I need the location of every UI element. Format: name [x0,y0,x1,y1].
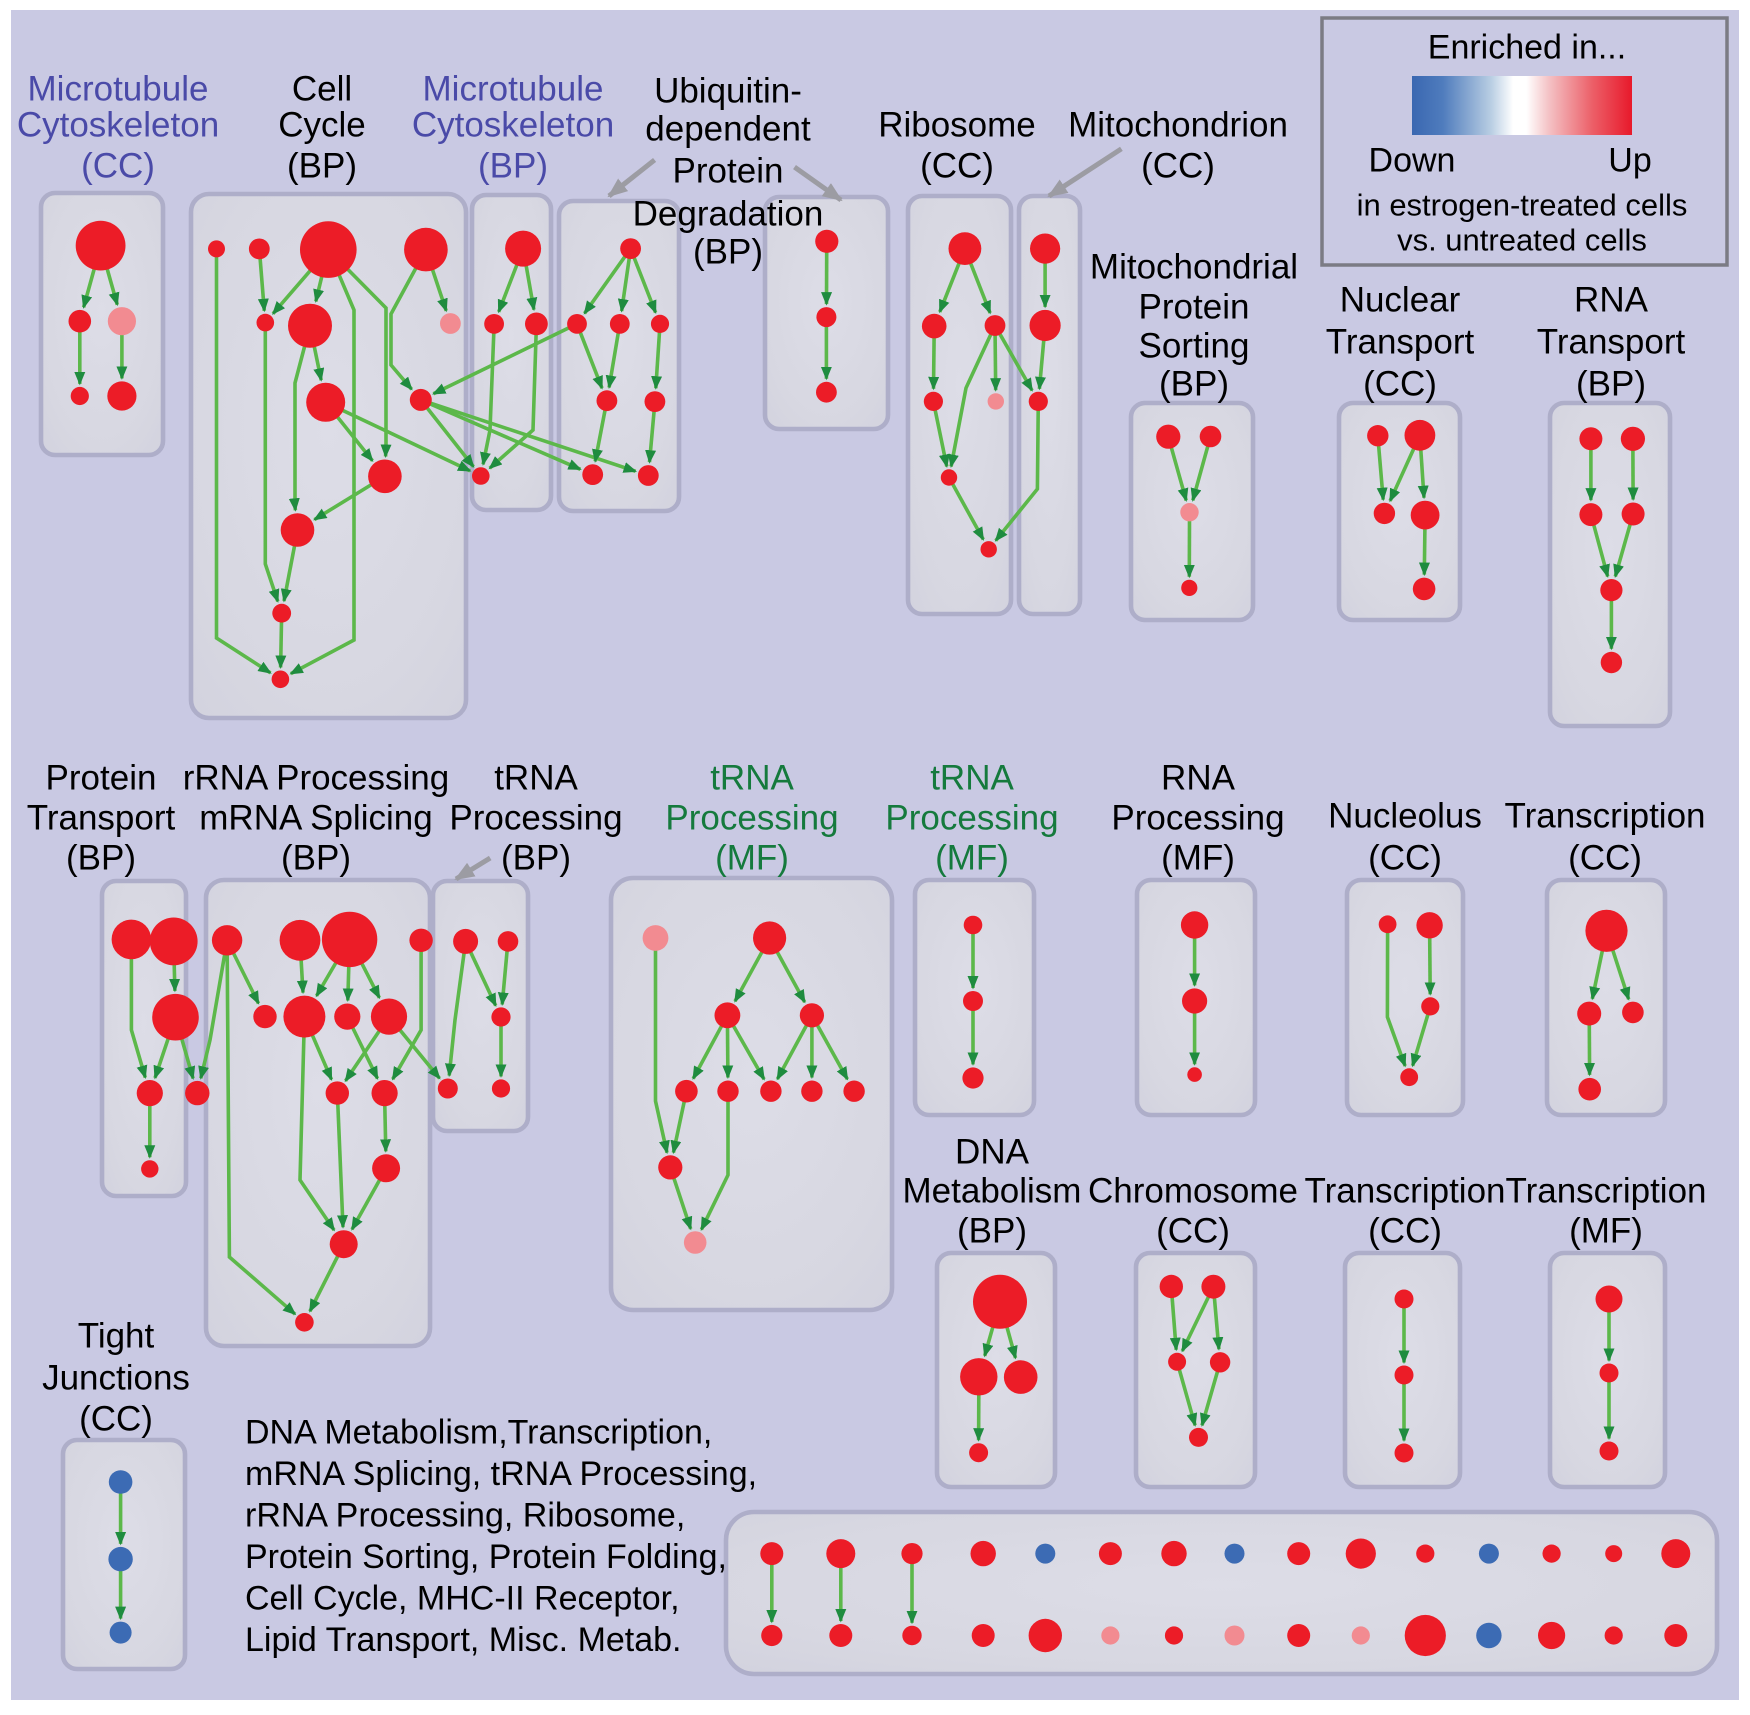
svg-text:tRNA: tRNA [930,758,1014,797]
svg-text:mRNA Splicing: mRNA Splicing [199,798,432,837]
svg-text:Transport: Transport [1537,322,1686,361]
svg-text:Transport: Transport [1326,322,1475,361]
svg-text:vs. untreated cells: vs. untreated cells [1397,222,1647,257]
svg-text:Cytoskeleton: Cytoskeleton [412,105,614,144]
svg-text:Cell: Cell [292,69,352,108]
svg-text:Protein: Protein [46,758,157,797]
svg-text:Nucleolus: Nucleolus [1328,796,1482,835]
svg-text:Nuclear: Nuclear [1340,280,1461,319]
svg-text:(BP): (BP) [287,146,357,185]
svg-text:(BP): (BP) [1159,364,1229,403]
svg-text:Processing: Processing [1111,798,1284,837]
svg-text:(MF): (MF) [935,838,1009,877]
svg-text:dependent: dependent [645,109,811,148]
svg-text:Degradation: Degradation [633,194,824,233]
svg-text:tRNA: tRNA [710,758,794,797]
svg-text:(BP): (BP) [478,146,548,185]
svg-text:Transport: Transport [27,798,176,837]
svg-text:tRNA: tRNA [494,758,578,797]
svg-text:(CC): (CC) [1368,838,1442,877]
svg-text:(CC): (CC) [920,146,994,185]
svg-text:RNA: RNA [1161,758,1236,797]
svg-text:DNA Metabolism,Transcription,: DNA Metabolism,Transcription, [245,1414,712,1452]
svg-text:rRNA Processing: rRNA Processing [183,758,449,797]
svg-text:(CC): (CC) [81,146,155,185]
svg-text:Cytoskeleton: Cytoskeleton [17,105,219,144]
svg-text:(MF): (MF) [715,838,789,877]
svg-text:Processing: Processing [449,798,622,837]
svg-text:Protein Sorting, Protein Foldi: Protein Sorting, Protein Folding, [245,1538,727,1576]
svg-text:Ubiquitin-: Ubiquitin- [654,71,802,110]
svg-text:Microtubule: Microtubule [423,69,604,108]
svg-text:Transcription: Transcription [1505,796,1706,835]
svg-text:(MF): (MF) [1161,838,1235,877]
svg-text:rRNA Processing, Ribosome,: rRNA Processing, Ribosome, [245,1497,685,1535]
svg-text:(CC): (CC) [1141,146,1215,185]
svg-text:Protein: Protein [1139,287,1250,326]
svg-text:Metabolism: Metabolism [903,1171,1082,1210]
svg-text:Junctions: Junctions [42,1358,190,1397]
svg-text:(BP): (BP) [281,838,351,877]
svg-text:Lipid Transport, Misc. Metab.: Lipid Transport, Misc. Metab. [245,1621,682,1659]
svg-text:Transcription: Transcription [1305,1171,1506,1210]
svg-text:Up: Up [1608,141,1651,179]
svg-text:Transcription: Transcription [1506,1171,1707,1210]
svg-text:Mitochondrial: Mitochondrial [1090,247,1298,286]
svg-text:Sorting: Sorting [1139,326,1250,365]
svg-text:Cell Cycle, MHC-II Receptor,: Cell Cycle, MHC-II Receptor, [245,1580,680,1618]
svg-text:DNA: DNA [955,1132,1030,1171]
svg-text:(BP): (BP) [66,838,136,877]
svg-text:(BP): (BP) [957,1211,1027,1250]
svg-text:mRNA Splicing, tRNA Processing: mRNA Splicing, tRNA Processing, [245,1455,757,1493]
svg-text:Protein: Protein [673,151,784,190]
svg-text:in estrogen-treated cells: in estrogen-treated cells [1357,187,1688,222]
svg-text:(BP): (BP) [1576,364,1646,403]
svg-text:(BP): (BP) [693,232,763,271]
svg-text:(CC): (CC) [1368,1211,1442,1250]
svg-text:(CC): (CC) [1156,1211,1230,1250]
svg-text:Mitochondrion: Mitochondrion [1068,105,1288,144]
svg-text:Down: Down [1369,141,1456,179]
svg-text:Cycle: Cycle [278,105,366,144]
svg-text:Tight: Tight [78,1316,155,1355]
svg-text:(MF): (MF) [1569,1211,1643,1250]
svg-text:(CC): (CC) [1363,364,1437,403]
svg-text:(CC): (CC) [79,1399,153,1438]
svg-text:Microtubule: Microtubule [28,69,209,108]
svg-text:(CC): (CC) [1568,838,1642,877]
svg-text:Processing: Processing [885,798,1058,837]
svg-text:Enriched in...: Enriched in... [1428,28,1626,66]
svg-text:Chromosome: Chromosome [1088,1171,1298,1210]
svg-text:Processing: Processing [665,798,838,837]
svg-text:Ribosome: Ribosome [878,105,1036,144]
svg-text:(BP): (BP) [501,838,571,877]
svg-text:RNA: RNA [1574,280,1649,319]
